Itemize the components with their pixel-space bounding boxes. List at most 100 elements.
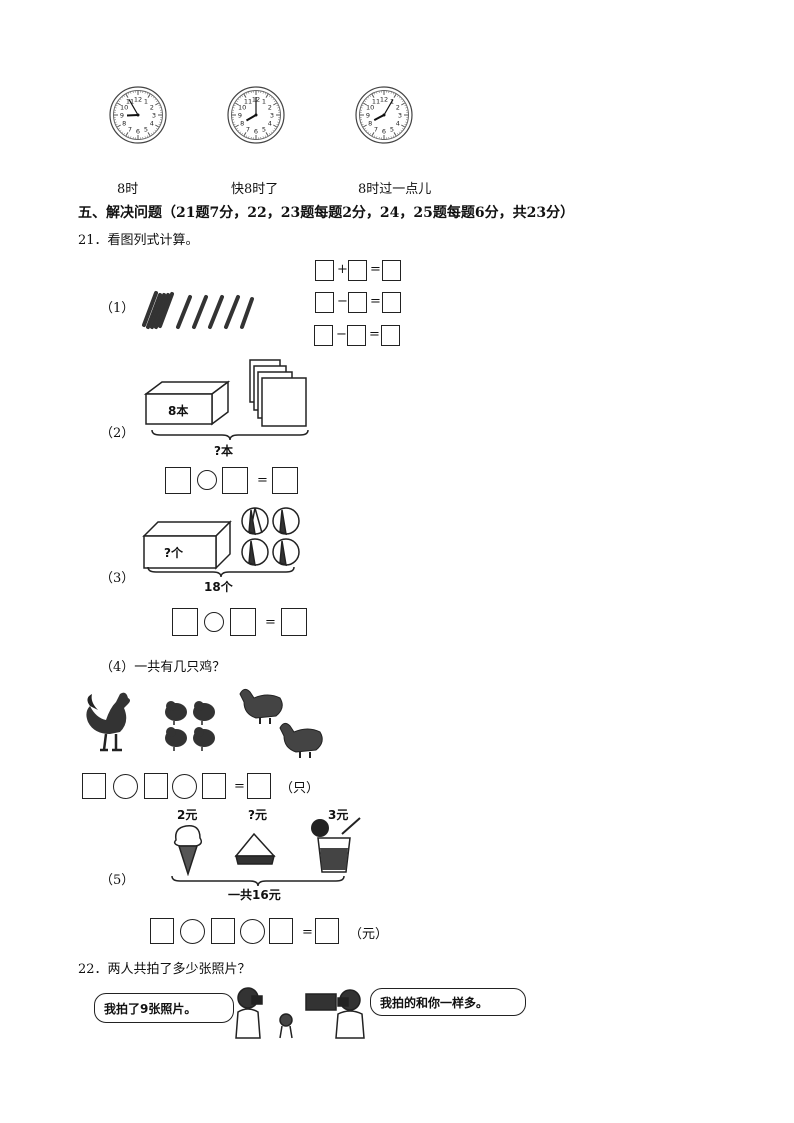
q21-p5-price1: 2元 [177,808,198,822]
q21-heading: 21．看图列式计算。 [78,233,199,248]
q21-p3-box2[interactable] [230,608,256,636]
q21-p5-box3[interactable] [269,918,293,944]
speech-bubble-left-text: 我拍了9张照片。 [104,1002,197,1016]
sandwich-illustration [234,832,276,865]
q21-p1-row2-box2[interactable] [348,292,367,313]
q21-p1-row3-box1[interactable] [314,325,333,346]
q21-p4-operator-circle-1[interactable] [113,774,138,799]
box-illustration-2 [142,520,232,570]
clock-numeral: 1 [262,98,266,106]
q21-p2-box1[interactable] [165,467,191,494]
clock-numeral: 5 [390,125,394,133]
minute-hand [128,99,139,116]
clock-numeral: 2 [268,104,272,112]
clock-numeral: 9 [366,112,370,120]
clock-numeral: 8 [240,120,244,128]
q21-p2-equals: = [257,473,268,488]
q21-p5-price3: 3元 [328,808,349,822]
clock-numeral: 7 [246,125,250,133]
icecream-illustration [173,825,203,876]
clock-numeral: 10 [366,104,374,112]
clock-numeral: 1 [144,98,148,106]
hour-hand [245,114,257,122]
q21-p2-result[interactable] [272,467,298,494]
chicks-illustration [165,701,215,751]
q21-p1-row2-box1[interactable] [315,292,334,313]
q21-p4-result[interactable] [247,773,271,799]
clock-numeral: 2 [396,104,400,112]
q21-p5-operator-circle-2[interactable] [240,919,265,944]
q21-p1-row3-result[interactable] [381,325,400,346]
clock-numeral: 11 [372,98,380,106]
q21-p4-box1[interactable] [82,773,106,799]
clock-numeral: 11 [244,98,252,106]
q21-p3-operator-circle[interactable] [204,612,224,632]
q21-p1-row1-result[interactable] [382,260,401,281]
clock-numeral: 6 [254,128,258,136]
q21-p4-box3[interactable] [202,773,226,799]
clock-numeral: 2 [150,104,154,112]
q21-p5-unit: （元） [349,927,389,942]
q21-p3-equals: = [265,615,276,630]
q21-p3-box1[interactable] [172,608,198,636]
brace-3 [147,566,295,578]
clock-numeral: 7 [128,125,132,133]
clock-numeral: 9 [238,112,242,120]
q21-p5-number: （5） [100,873,135,888]
q21-p3-result[interactable] [281,608,307,636]
clock-numeral: 9 [120,112,124,120]
clock-numeral: 3 [270,112,274,120]
q21-p5-box1[interactable] [150,918,174,944]
q21-p1-row1-op: + [337,262,348,277]
balls-illustration [241,507,300,567]
clock-numeral: 6 [136,128,140,136]
section-title: 五、解决问题（21题7分，22，23题每题2分，24，25题每题6分，共23分） [78,205,575,221]
q21-p5-operator-circle-1[interactable] [180,919,205,944]
q21-p2-box-label: 8本 [168,404,189,418]
clock-numeral: 5 [144,125,148,133]
q21-p1-row1-equals: = [370,262,381,277]
q21-p2-operator-circle[interactable] [197,470,217,490]
q21-p3-box-label: ?个 [164,546,183,560]
clock-numeral: 10 [120,104,128,112]
clock-numeral: 6 [382,128,386,136]
q21-p2-box2[interactable] [222,467,248,494]
q21-p1-row1-box2[interactable] [348,260,367,281]
q21-p4-box2[interactable] [144,773,168,799]
box-illustration [143,380,231,426]
q21-p5-result[interactable] [315,918,339,944]
speech-bubble-right-text: 我拍的和你一样多。 [380,996,489,1010]
clock-numeral: 3 [398,112,402,120]
q21-p1-row2-op: − [337,294,348,309]
q21-p1-number: （1） [100,301,135,316]
q21-p1-row3-box2[interactable] [347,325,366,346]
q21-p4-question: （4）一共有几只鸡？ [100,660,226,675]
brace-2 [151,429,309,441]
speech-bubble-left [94,993,234,1023]
q21-p4-equals: = [234,779,245,794]
clock-numeral: 10 [238,104,246,112]
clock-numeral: 7 [374,125,378,133]
sticks-illustration [142,291,254,329]
q21-p5-box2[interactable] [211,918,235,944]
q21-p2-number: （2） [100,426,135,441]
q21-p5-equals: = [302,925,313,940]
q21-p4-unit: （只） [280,781,320,796]
q21-p3-brace-label: 18个 [204,580,233,594]
clock-numeral: 8 [368,120,372,128]
q21-p3-number: （3） [100,571,135,586]
clock-numeral: 4 [150,120,154,128]
clock-numeral: 8 [122,120,126,128]
books-illustration [249,359,307,427]
juice-illustration [311,817,361,873]
q21-p5-price2: ?元 [248,808,267,822]
clock-numeral: 5 [262,125,266,133]
q21-p1-row1-box1[interactable] [315,260,334,281]
clock-label-3: 8时过一点儿 [358,182,432,197]
q21-p1-row2-result[interactable] [382,292,401,313]
q21-p4-operator-circle-2[interactable] [172,774,197,799]
clock-label-2: 快8时了 [231,182,279,197]
brace-5 [171,875,345,887]
